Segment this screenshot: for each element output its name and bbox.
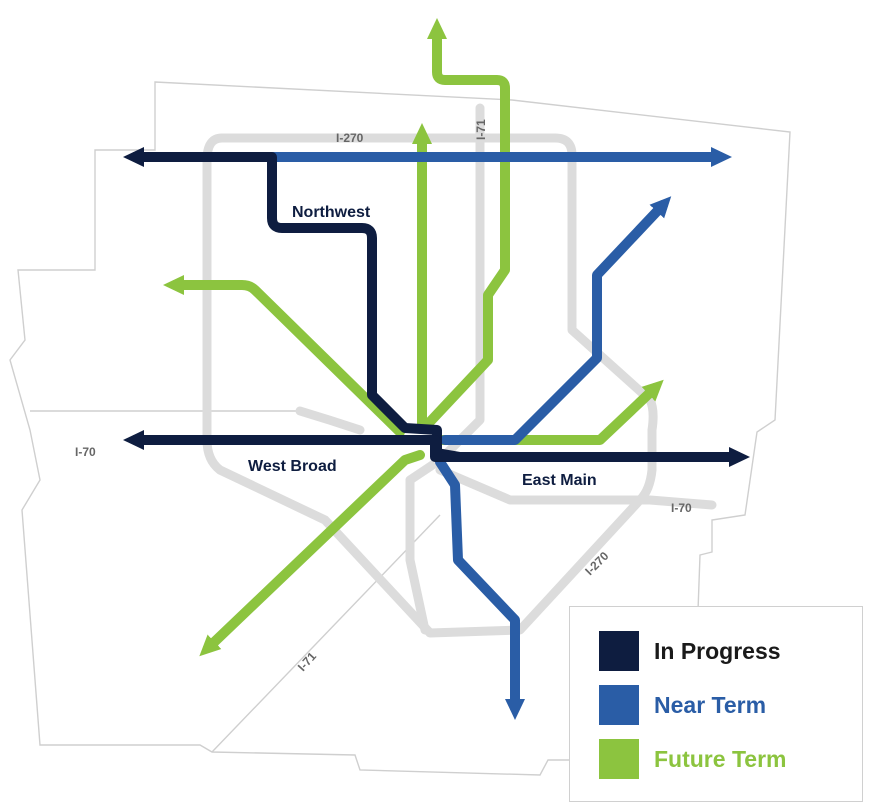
label-i70-east: I-70 (671, 501, 692, 515)
label-northwest: Northwest (292, 204, 371, 221)
in-progress-west-broad-east-main-corridor (123, 430, 750, 467)
legend-label: Future Term (654, 745, 787, 772)
future-far-north-corridor (422, 18, 510, 430)
label-i71-south: I-71 (295, 649, 319, 674)
legend-item-in-progress: In Progress (599, 631, 781, 671)
i70-highway (295, 406, 717, 510)
label-i71-north: I-71 (474, 119, 488, 140)
legend-swatch-future-term (599, 739, 639, 779)
label-i70-west: I-70 (75, 445, 96, 459)
legend-item-near-term: Near Term (599, 685, 766, 725)
legend-label: Near Term (654, 691, 767, 718)
in-progress-northwest-corridor (123, 147, 465, 462)
legend-swatch-in-progress (599, 631, 639, 671)
future-northwest-corridor (163, 275, 405, 437)
near-south-corridor (435, 457, 525, 720)
legend-swatch-near-term (599, 685, 639, 725)
legend-label: In Progress (654, 637, 781, 664)
map-legend: In Progress Near Term Future Term (569, 606, 863, 802)
county-boundary (9, 81, 791, 776)
label-west-broad: West Broad (248, 458, 337, 475)
county-internal-diagonal (211, 514, 441, 753)
label-east-main: East Main (522, 472, 597, 489)
legend-item-future-term: Future Term (599, 739, 786, 779)
label-i270-north: I-270 (336, 131, 364, 145)
